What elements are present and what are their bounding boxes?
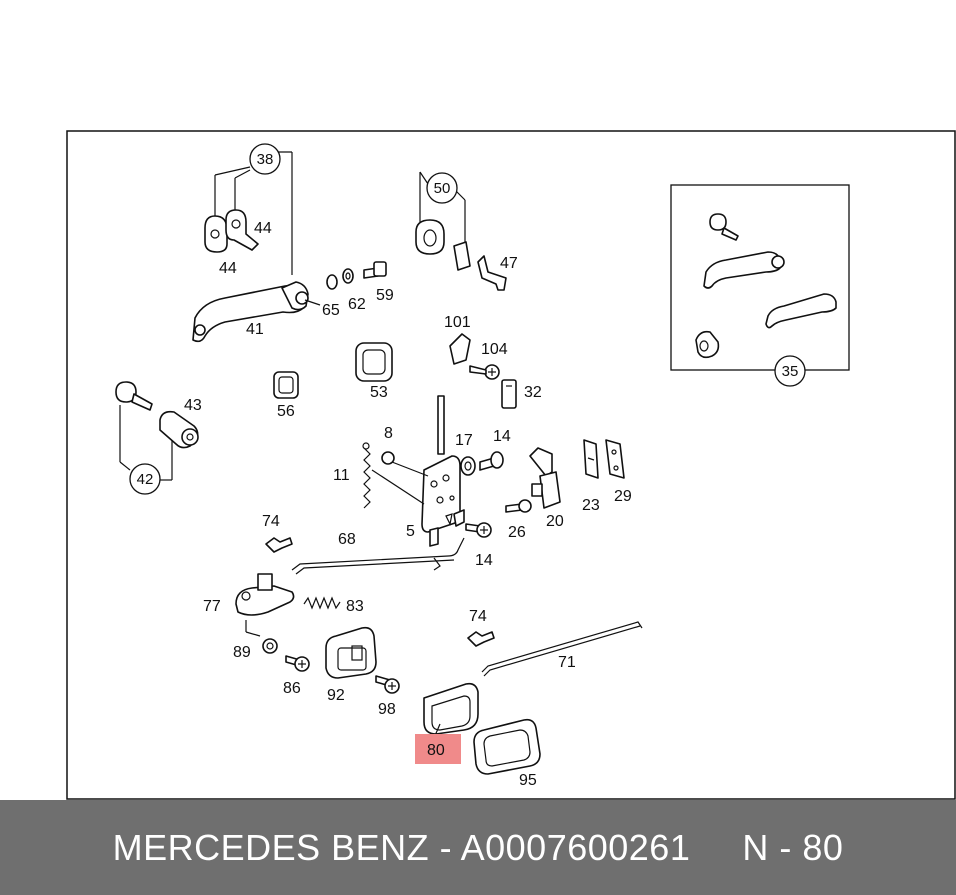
part-92-bezel: [325, 626, 377, 679]
part-38-group: [214, 151, 293, 275]
part-74a-clip: [265, 537, 293, 553]
footer-ref: N - 80: [742, 826, 844, 868]
label-14b: 14: [475, 552, 493, 569]
callout-35: 35: [774, 355, 806, 387]
label-80: 80: [427, 742, 445, 759]
part-44-caps: [204, 209, 259, 253]
label-104: 104: [481, 341, 508, 358]
part-56-bezel: [273, 371, 299, 399]
label-43: 43: [184, 397, 202, 414]
inset-handle-1: [703, 251, 785, 289]
diagram-frame: [66, 130, 956, 800]
inset-cylinder: [695, 330, 720, 359]
label-86: 86: [283, 680, 301, 697]
part-98-screw: [375, 675, 400, 694]
label-89: 89: [233, 644, 251, 661]
part-65-62-59: [326, 261, 387, 290]
highlight-80: [415, 734, 461, 764]
part-32-bracket: [501, 379, 517, 409]
callout-42: 42: [129, 463, 161, 495]
label-83: 83: [346, 598, 364, 615]
label-101: 101: [444, 314, 471, 331]
label-98: 98: [378, 701, 396, 718]
label-56: 56: [277, 403, 295, 420]
part-8-cable: [371, 451, 429, 505]
part-104-screw: [469, 364, 500, 380]
svg-text:50: 50: [434, 180, 451, 197]
part-5-lock: [421, 395, 465, 547]
label-44b: 44: [254, 220, 272, 237]
label-11: 11: [333, 467, 350, 484]
inset-frame: [670, 184, 850, 371]
label-68: 68: [338, 531, 356, 548]
part-41-handle: [192, 281, 321, 343]
svg-text:38: 38: [257, 151, 274, 168]
label-77: 77: [203, 598, 221, 615]
part-53-bezel: [355, 342, 393, 382]
part-101-clip: [449, 333, 471, 365]
label-20: 20: [546, 513, 564, 530]
part-23-clip: [583, 439, 599, 479]
label-17: 17: [455, 432, 473, 449]
part-14b-screw: [465, 522, 492, 538]
label-41: 41: [246, 321, 264, 338]
label-29: 29: [614, 488, 632, 505]
label-74a: 74: [262, 513, 280, 530]
label-95: 95: [519, 772, 537, 789]
inset-key: [709, 213, 739, 241]
footer-part-number: MERCEDES BENZ - A0007600261: [112, 826, 691, 868]
part-71-rod: [481, 621, 643, 677]
part-17-washer: [460, 456, 476, 476]
parts-diagram: 38 50 42 35 44 44 41 65 62 59 47 101 104…: [66, 130, 956, 800]
part-74b-clip: [467, 631, 495, 647]
inset-handle-2: [765, 293, 837, 329]
svg-text:42: 42: [137, 471, 154, 488]
part-50-group: [415, 171, 507, 291]
label-14a: 14: [493, 428, 511, 445]
part-86-screw: [285, 655, 310, 672]
label-92: 92: [327, 687, 345, 704]
label-44a: 44: [219, 260, 237, 277]
label-32: 32: [524, 384, 542, 401]
footer-bar: MERCEDES BENZ - A0007600261 N - 80: [0, 800, 956, 895]
part-68-rod: [291, 537, 465, 575]
label-5: 5: [406, 523, 415, 540]
label-71: 71: [558, 654, 576, 671]
part-14a-screw: [479, 451, 504, 471]
part-89-washer: [245, 620, 278, 654]
part-95-bezel: [473, 718, 541, 775]
svg-text:35: 35: [782, 363, 799, 380]
part-83-spring: [303, 596, 341, 610]
label-65: 65: [322, 302, 340, 319]
part-20-actuator: [529, 447, 561, 509]
part-77-base: [235, 573, 295, 616]
label-47: 47: [500, 255, 518, 272]
label-26: 26: [508, 524, 526, 541]
callout-38: 38: [249, 143, 281, 175]
part-11-spring: [362, 442, 371, 509]
part-42-group: [115, 381, 199, 481]
part-26-screw: [505, 499, 532, 513]
label-8: 8: [384, 425, 393, 442]
callout-50: 50: [426, 172, 458, 204]
part-80-inner-handle: [423, 682, 479, 739]
label-74b: 74: [469, 608, 487, 625]
label-53: 53: [370, 384, 388, 401]
label-62: 62: [348, 296, 366, 313]
part-29-clip: [605, 439, 625, 479]
label-59: 59: [376, 287, 394, 304]
label-23: 23: [582, 497, 600, 514]
